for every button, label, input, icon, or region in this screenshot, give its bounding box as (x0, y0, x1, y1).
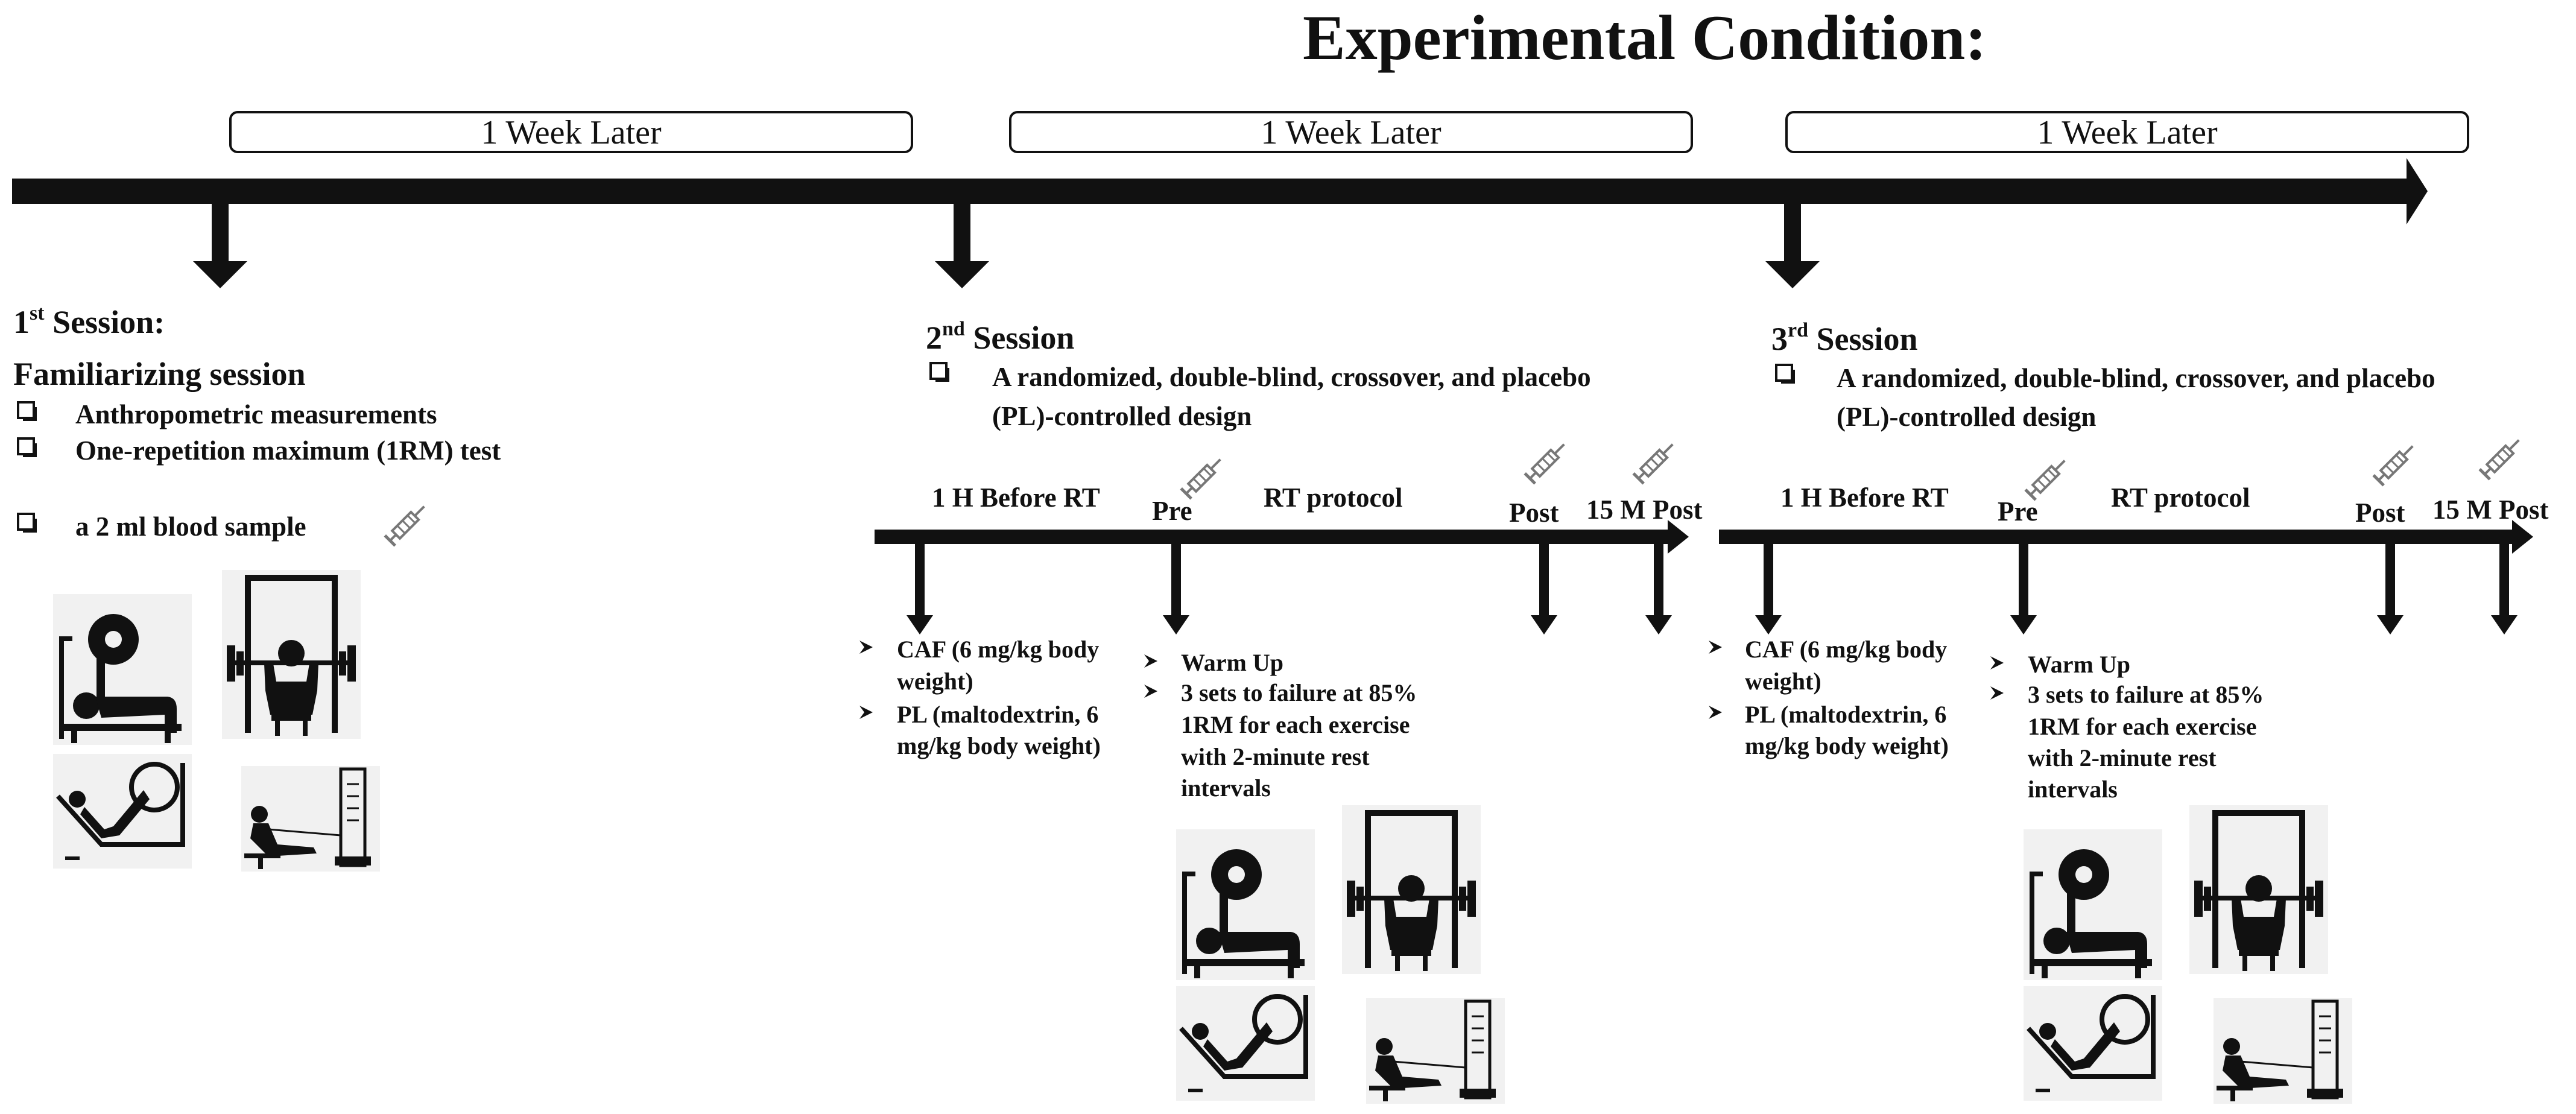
session3-protocol-line-5: intervals (2028, 776, 2118, 803)
session3-heading: 3rd Session (1771, 319, 1918, 357)
session3-timeline-arrow (1719, 520, 2533, 554)
session3-supplement-line-3: PL (maltodextrin, 6 (1745, 701, 1946, 728)
session2-15m-post-label: 15 M Post (1586, 495, 1702, 525)
session2-post-arrow (1531, 544, 1557, 635)
session2-before-arrow (907, 544, 933, 635)
session3-design-line2: (PL)-controlled design (1837, 402, 2096, 432)
session3-supplement-line-1: CAF (6 mg/kg body (1745, 636, 1947, 663)
session1-item-1: Anthropometric measurements (75, 399, 437, 429)
arrowhead-bullet-icon (1709, 706, 1722, 719)
seated-row-icon (2214, 998, 2352, 1104)
checkbox-icon (929, 362, 951, 383)
session2-post-label: Post (1509, 498, 1559, 528)
session2-before-label: 1 H Before RT (932, 483, 1100, 513)
session3-protocol-line-2: 3 sets to failure at 85% (2028, 681, 2264, 708)
session2-protocol-line-4: with 2-minute rest (1181, 743, 1370, 770)
syringe-icon (385, 501, 429, 546)
arrowhead-bullet-icon (1144, 685, 1157, 698)
session1-item-3: a 2 ml blood sample (75, 511, 306, 542)
shoulder-press-icon (2189, 805, 2328, 974)
session1-block: 1st Session: Familiarizing session Anthr… (13, 302, 501, 872)
arrowhead-bullet-icon (1990, 686, 2004, 700)
leg-press-icon (53, 754, 192, 869)
session3-protocol-line-1: Warm Up (2028, 651, 2130, 678)
diagram-title: Experimental Condition: (1303, 2, 1987, 73)
session3-post-label: Post (2355, 498, 2405, 528)
week-box-1: 1 Week Later (229, 111, 913, 153)
session2-supplement-line-4: mg/kg body weight) (897, 732, 1101, 759)
session3-before-label: 1 H Before RT (1780, 483, 1949, 513)
session3-protocol-line-4: with 2-minute rest (2028, 744, 2217, 771)
session2-protocol-line-5: intervals (1181, 774, 1271, 802)
bench-press-icon (2024, 829, 2162, 980)
session1-item-2: One-repetition maximum (1RM) test (75, 435, 501, 466)
session2-supplement-line-3: PL (maltodextrin, 6 (897, 701, 1098, 728)
session3-protocol-label: RT protocol (2111, 483, 2250, 513)
session2-timeline-arrow (875, 520, 1689, 554)
session2-block: 2nd Session A randomized, double-blind, … (859, 318, 1702, 1104)
syringe-icon (2479, 435, 2524, 479)
week-label-1: 1 Week Later (481, 114, 662, 151)
session3-pre-label: Pre (1998, 496, 2038, 527)
session3-pre-arrow (2010, 544, 2037, 635)
session2-protocol-label: RT protocol (1264, 483, 1403, 513)
seated-row-icon (1366, 998, 1505, 1104)
session3-15m-post-arrow (2491, 544, 2517, 635)
arrowhead-bullet-icon (1709, 641, 1722, 654)
session3-supplement-line-2: weight) (1745, 668, 1821, 695)
checkbox-icon (17, 401, 38, 422)
session2-design-line1: A randomized, double-blind, crossover, a… (992, 362, 1591, 392)
checkbox-icon (17, 437, 38, 458)
main-timeline-arrow (12, 158, 2428, 224)
arrowhead-bullet-icon (1144, 654, 1157, 668)
session2-supplement-line-1: CAF (6 mg/kg body (897, 636, 1099, 663)
syringe-icon (2373, 441, 2418, 486)
session3-protocol-line-3: 1RM for each exercise (2028, 713, 2256, 740)
session1-heading: 1st Session: (13, 302, 165, 340)
seated-row-icon (241, 766, 380, 872)
shoulder-press-icon (1342, 805, 1481, 974)
session2-protocol-line-1: Warm Up (1181, 649, 1283, 676)
session3-before-arrow (1755, 544, 1782, 635)
session2-protocol-line-3: 1RM for each exercise (1181, 711, 1410, 738)
session3-design-line1: A randomized, double-blind, crossover, a… (1837, 363, 2435, 393)
week-label-3: 1 Week Later (2037, 114, 2218, 151)
week-label-2: 1 Week Later (1261, 114, 1441, 151)
arrowhead-bullet-icon (859, 706, 873, 719)
week-box-3: 1 Week Later (1785, 111, 2469, 153)
syringe-icon (1525, 439, 1569, 484)
session3-supplement-line-4: mg/kg body weight) (1745, 732, 1949, 759)
syringe-icon (1633, 439, 1678, 484)
session2-heading: 2nd Session (926, 318, 1074, 356)
checkbox-icon (17, 513, 38, 534)
syringe-icon (2025, 455, 2070, 500)
syringe-icon (1181, 454, 1226, 499)
session3-block: 3rd Session A randomized, double-blind, … (1709, 319, 2548, 1104)
arrowhead-bullet-icon (1990, 656, 2004, 669)
leg-press-icon (2024, 986, 2162, 1101)
session2-pre-arrow (1163, 544, 1189, 635)
session1-subheading: Familiarizing session (13, 356, 306, 392)
week-box-2: 1 Week Later (1009, 111, 1693, 153)
bench-press-icon (53, 594, 192, 745)
session2-protocol-line-2: 3 sets to failure at 85% (1181, 679, 1417, 706)
session2-15m-post-arrow (1645, 544, 1672, 635)
session2-pre-label: Pre (1152, 496, 1192, 526)
session3-15m-post-label: 15 M Post (2432, 495, 2548, 525)
bench-press-icon (1176, 829, 1315, 980)
session3-down-arrow (1765, 204, 1820, 288)
checkbox-icon (1775, 364, 1796, 385)
leg-press-icon (1176, 986, 1315, 1101)
session1-down-arrow (193, 204, 247, 288)
session2-supplement-line-2: weight) (897, 668, 973, 695)
arrowhead-bullet-icon (859, 641, 873, 654)
session3-post-arrow (2377, 544, 2404, 635)
session2-down-arrow (935, 204, 989, 288)
shoulder-press-icon (222, 570, 361, 739)
session2-design-line2: (PL)-controlled design (992, 401, 1252, 431)
